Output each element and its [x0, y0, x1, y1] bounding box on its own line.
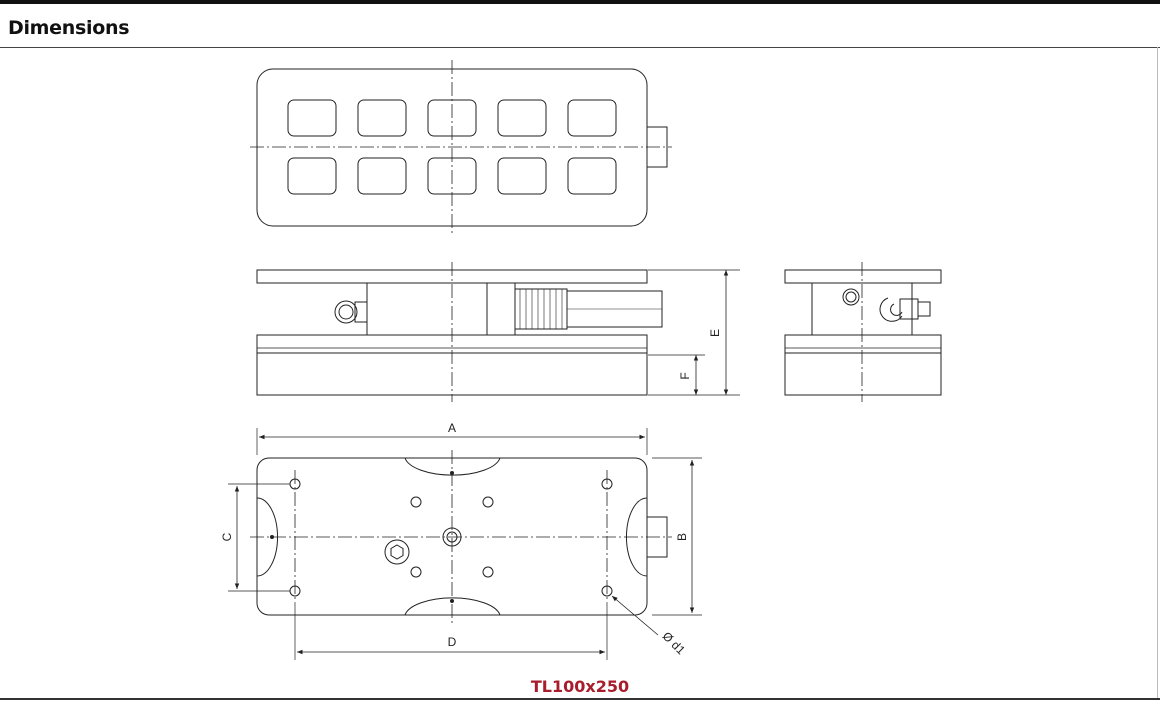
- side-port-inner: [845, 291, 857, 303]
- top-border: [0, 0, 1160, 4]
- vacuum-pad: [567, 157, 617, 195]
- side-fitting-body: [899, 298, 919, 320]
- vacuum-pad: [567, 99, 617, 137]
- inner-hole: [482, 566, 494, 578]
- piston-housing: [514, 288, 568, 330]
- hex-socket: [390, 544, 404, 560]
- side-base: [784, 352, 942, 396]
- relief-top: [404, 457, 501, 476]
- side-elbow-fitting: [879, 297, 903, 322]
- dimension-d1-label: Ø d1: [660, 629, 689, 658]
- elbow-fitting-inner: [338, 304, 354, 320]
- vacuum-pad: [287, 99, 337, 137]
- side-top-plate: [784, 269, 942, 284]
- inner-hole: [410, 566, 422, 578]
- side-fitting-nut: [917, 301, 931, 317]
- dimension-c-label: C: [220, 532, 234, 541]
- elbow-fitting: [334, 300, 358, 324]
- model-name: TL100x250: [530, 677, 630, 696]
- top-view: [250, 60, 672, 234]
- footer-divider: [0, 698, 1160, 700]
- dimension-d1-leader: [611, 595, 659, 636]
- side-port: [842, 288, 860, 306]
- relief-bottom: [404, 597, 501, 616]
- cylinder-body: [486, 282, 516, 336]
- vacuum-pad: [357, 157, 407, 195]
- side-port: [384, 539, 410, 565]
- bottom-view: [228, 428, 702, 660]
- front-view: [256, 262, 740, 402]
- side-base-top: [784, 334, 942, 354]
- header-divider: [0, 47, 1160, 48]
- right-border: [1157, 47, 1158, 699]
- dimension-b-label: B: [675, 533, 689, 541]
- fitting-stub: [354, 301, 368, 323]
- section-header: Dimensions: [0, 4, 1160, 48]
- dimension-d-label: D: [448, 635, 457, 649]
- dimension-e-label: E: [708, 329, 722, 337]
- vacuum-pad: [497, 157, 547, 195]
- dimension-f-label: F: [678, 372, 692, 379]
- cylinder-body: [366, 282, 488, 336]
- dimension-a-label: A: [448, 421, 456, 435]
- section-title: Dimensions: [8, 17, 130, 39]
- vacuum-pad: [497, 99, 547, 137]
- inner-hole: [482, 496, 494, 508]
- side-view: [784, 262, 942, 402]
- vacuum-pad: [287, 157, 337, 195]
- vacuum-pad: [357, 99, 407, 137]
- inner-hole: [410, 496, 422, 508]
